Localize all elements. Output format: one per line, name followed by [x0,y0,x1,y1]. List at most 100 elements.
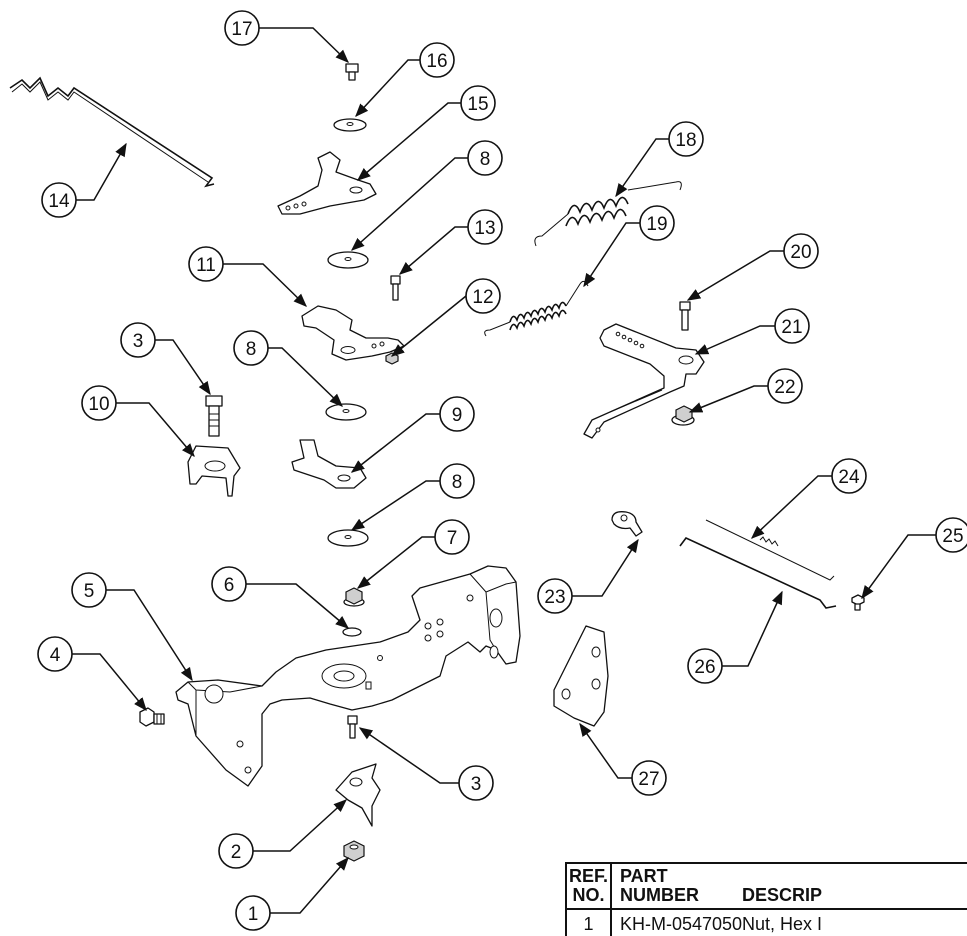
svg-text:11: 11 [196,255,216,276]
header-part-line2: NUMBER [620,885,699,905]
callout-25: 25 [935,517,967,553]
svg-text:15: 15 [467,94,488,115]
svg-text:27: 27 [638,769,659,790]
header-description: DESCRIP [742,885,823,905]
part-26-rod [679,537,837,609]
callout-16: 16 [419,42,455,78]
part-13-screw [390,275,401,301]
callout-11: 11 [188,246,224,282]
callout-12: 12 [465,278,501,314]
svg-text:16: 16 [426,51,447,72]
callout-8b: 8 [233,330,269,366]
callout-2: 2 [218,833,254,869]
part-18-spring [534,181,682,247]
part-11-lever [301,305,405,361]
svg-text:25: 25 [942,526,963,547]
svg-text:24: 24 [838,467,860,488]
callout-7: 7 [434,519,470,555]
callout-23: 23 [537,578,573,614]
part-8-washer-lower [327,529,369,547]
part-16-washer [333,118,367,132]
callout-22: 22 [767,368,803,404]
callout-5: 5 [71,572,107,608]
callout-14: 14 [41,182,77,218]
callout-3a: 3 [120,322,156,358]
leader-lines [72,27,936,914]
part-8-washer-top [327,251,369,269]
part-24-wire [705,519,835,581]
callout-4: 4 [37,636,73,672]
header-part-line1: PART [620,866,668,886]
header-ref-no: REF. NO. [567,864,612,908]
table-row: 1 KH-M-0547050 Nut, Hex I [567,910,967,936]
part-9-lever [291,439,367,489]
svg-text:10: 10 [88,394,109,415]
svg-text:22: 22 [774,377,795,398]
part-3-bolt-lower [347,715,358,739]
svg-text:8: 8 [480,149,491,170]
parts-table: REF. NO. PART NUMBER DESCRIP 1 KH-M-0547… [565,862,967,936]
callout-19: 19 [639,205,675,241]
part-20-screw [679,301,691,331]
part-27-plate [553,625,609,727]
callout-8a: 8 [467,140,503,176]
callout-3b: 3 [458,765,494,801]
part-3-bolt-upper [205,395,223,437]
row-description: Nut, Hex I [742,914,823,934]
callouts: 1 2 3 3 4 5 6 7 8 8 8 9 10 11 12 13 14 1… [37,10,967,931]
callout-10: 10 [81,385,117,421]
part-5-control-bracket [175,565,521,787]
part-8-washer-middle [325,403,367,421]
callout-6: 6 [211,566,247,602]
svg-text:26: 26 [694,657,715,678]
svg-text:6: 6 [224,575,235,596]
svg-text:9: 9 [452,405,463,426]
svg-text:8: 8 [246,339,257,360]
svg-text:14: 14 [48,191,70,212]
header-part-number: PART NUMBER [612,864,742,908]
svg-text:2: 2 [231,842,242,863]
part-1-hex-nut [343,840,365,862]
svg-text:13: 13 [474,218,495,239]
part-2-plate [335,763,381,827]
callout-8c: 8 [439,463,475,499]
part-7-nut [343,587,365,607]
callout-18: 18 [668,121,704,157]
callout-24: 24 [831,458,867,494]
row-part-number: KH-M-0547050 [620,914,743,934]
svg-text:12: 12 [472,287,493,308]
part-17-screw [345,63,359,81]
part-22-nut [671,405,695,426]
header-ref-line2: NO. [572,885,605,905]
part-15-lever [277,151,377,215]
callout-15: 15 [460,85,496,121]
row-ref: 1 [567,910,612,936]
part-12-nut [385,352,399,365]
part-25-screw [851,594,865,611]
svg-text:19: 19 [646,214,667,235]
part-10-clip-block [187,445,241,497]
svg-text:20: 20 [790,242,811,263]
svg-text:23: 23 [544,587,565,608]
part-19-spring [484,280,589,337]
callout-27: 27 [631,760,667,796]
callout-21: 21 [774,308,810,344]
svg-text:18: 18 [675,130,696,151]
svg-text:21: 21 [781,317,802,338]
part-6-washer [342,627,362,637]
svg-text:3: 3 [471,774,482,795]
part-23-clip [611,511,643,537]
svg-text:8: 8 [452,472,463,493]
svg-text:17: 17 [231,19,252,40]
callout-26: 26 [687,648,723,684]
svg-text:5: 5 [84,581,95,602]
callout-1: 1 [235,895,271,931]
callout-9: 9 [439,396,475,432]
parts-table-header: REF. NO. PART NUMBER DESCRIP [567,864,967,910]
callout-20: 20 [783,233,819,269]
callout-13: 13 [467,209,503,245]
svg-text:3: 3 [133,331,144,352]
svg-text:4: 4 [50,645,61,666]
callout-17: 17 [224,10,260,46]
